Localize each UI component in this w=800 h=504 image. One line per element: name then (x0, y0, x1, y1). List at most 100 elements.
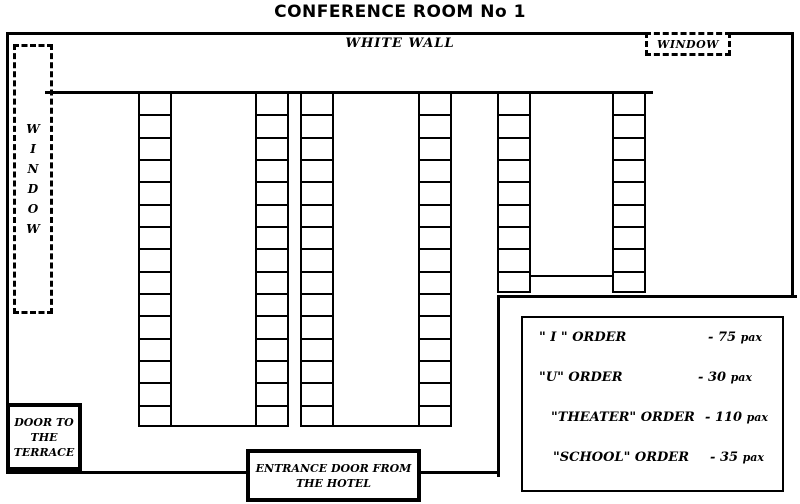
seat-cell (497, 181, 531, 204)
seat-cell (612, 158, 646, 182)
seat-cell (497, 92, 531, 115)
window-top-right-label: WINDOW (656, 37, 720, 51)
window-left-letter: W (26, 222, 40, 236)
seat-cell (138, 382, 172, 405)
seat-cell (138, 114, 172, 137)
seat-cell (300, 158, 334, 182)
legend-label: " I " ORDER (539, 330, 627, 345)
legend-label: "U" ORDER (539, 370, 623, 385)
seat-column-3 (300, 92, 334, 427)
seat-column-2 (255, 92, 289, 427)
legend-dash: - (708, 330, 714, 345)
seat-cell (612, 181, 646, 204)
seat-cell (300, 225, 334, 249)
window-top-right: WINDOW (645, 32, 731, 56)
window-left: W I N D O W (13, 44, 53, 314)
seat-cell (418, 315, 452, 338)
seat-cell (255, 270, 289, 293)
legend-count: 30 (707, 370, 727, 385)
legend-unit: pax (742, 451, 764, 464)
seat-cell (497, 203, 531, 226)
seat-cell (612, 225, 646, 249)
seat-cell (300, 359, 334, 383)
seat-cell (418, 337, 452, 360)
seat-cell (255, 203, 289, 226)
seat-cell (612, 270, 646, 293)
seat-cell (418, 181, 452, 204)
seat-cell (497, 114, 531, 137)
seat-column-4 (418, 92, 452, 427)
legend-box: " I " ORDER - 75 pax "U" ORDER - 30 pax … (521, 316, 784, 492)
seat-cell (138, 248, 172, 271)
seat-cell (138, 337, 172, 360)
legend-row: "U" ORDER - 30 pax (523, 370, 782, 410)
seat-cell (300, 181, 334, 204)
legend-unit: pax (740, 331, 762, 344)
door-line: ENTRANCE DOOR FROM (255, 461, 412, 475)
seat-column-1 (138, 92, 172, 427)
legend-count: 75 (717, 330, 737, 345)
seat-cell (138, 203, 172, 226)
legend-count: 110 (714, 410, 743, 425)
seat-column-5 (497, 92, 531, 293)
seat-cell (138, 181, 172, 204)
legend-label: "THEATER" ORDER (551, 410, 695, 425)
seat-cell (300, 292, 334, 316)
door-to-terrace-inner: DOOR TO THE TERRACE (8, 405, 80, 469)
seat-cell (300, 203, 334, 226)
seat-cell (300, 337, 334, 360)
seat-cell (418, 382, 452, 405)
seat-cell (612, 248, 646, 271)
seat-cell (138, 404, 172, 427)
entrance-door-label: ENTRANCE DOOR FROM THE HOTEL (256, 461, 412, 491)
seat-cell (138, 292, 172, 316)
seat-cell (418, 359, 452, 383)
seat-cell (255, 114, 289, 137)
seat-cell (497, 270, 531, 293)
seat-cell (612, 114, 646, 137)
seat-cell (612, 203, 646, 226)
window-left-letter: N (27, 162, 39, 176)
seat-cell (300, 136, 334, 159)
legend-row: "THEATER" ORDER - 110 pax (523, 410, 782, 450)
seat-cell (138, 270, 172, 293)
seat-cell (255, 248, 289, 271)
legend-value: - 30 pax (698, 370, 782, 385)
seat-cell (300, 404, 334, 427)
page-title: CONFERENCE ROOM No 1 (274, 2, 526, 22)
seat-cell (418, 404, 452, 427)
table-slab-1 (170, 92, 257, 427)
seat-cell (418, 92, 452, 115)
seat-cell (497, 225, 531, 249)
seat-cell (612, 136, 646, 159)
seat-cell (418, 248, 452, 271)
legend-row: "SCHOOL" ORDER - 35 pax (523, 450, 782, 490)
seat-cell (255, 225, 289, 249)
seat-cell (138, 315, 172, 338)
legend-dash: - (705, 410, 711, 425)
legend-value: - 75 pax (708, 330, 782, 345)
seat-cell (497, 158, 531, 182)
room-notch-left-wall (497, 295, 500, 477)
seat-cell (418, 136, 452, 159)
seat-cell (255, 181, 289, 204)
door-line: TERRACE (13, 445, 75, 459)
seat-cell (497, 136, 531, 159)
seat-cell (418, 270, 452, 293)
white-wall-label: WHITE WALL (345, 36, 455, 51)
room-notch-top-wall (497, 295, 797, 298)
legend-row: " I " ORDER - 75 pax (523, 330, 782, 370)
legend-unit: pax (730, 371, 752, 384)
seat-cell (138, 136, 172, 159)
seat-cell (255, 337, 289, 360)
seat-cell (497, 248, 531, 271)
door-to-terrace-label: DOOR TO THE TERRACE (14, 415, 75, 460)
entrance-door: ENTRANCE DOOR FROM THE HOTEL (246, 449, 421, 502)
seat-cell (300, 92, 334, 115)
legend-dash: - (698, 370, 704, 385)
seat-cell (138, 225, 172, 249)
seat-cell (255, 315, 289, 338)
window-left-letter: I (30, 142, 36, 156)
window-left-letter: D (27, 182, 39, 196)
legend-label: "SCHOOL" ORDER (553, 450, 689, 465)
